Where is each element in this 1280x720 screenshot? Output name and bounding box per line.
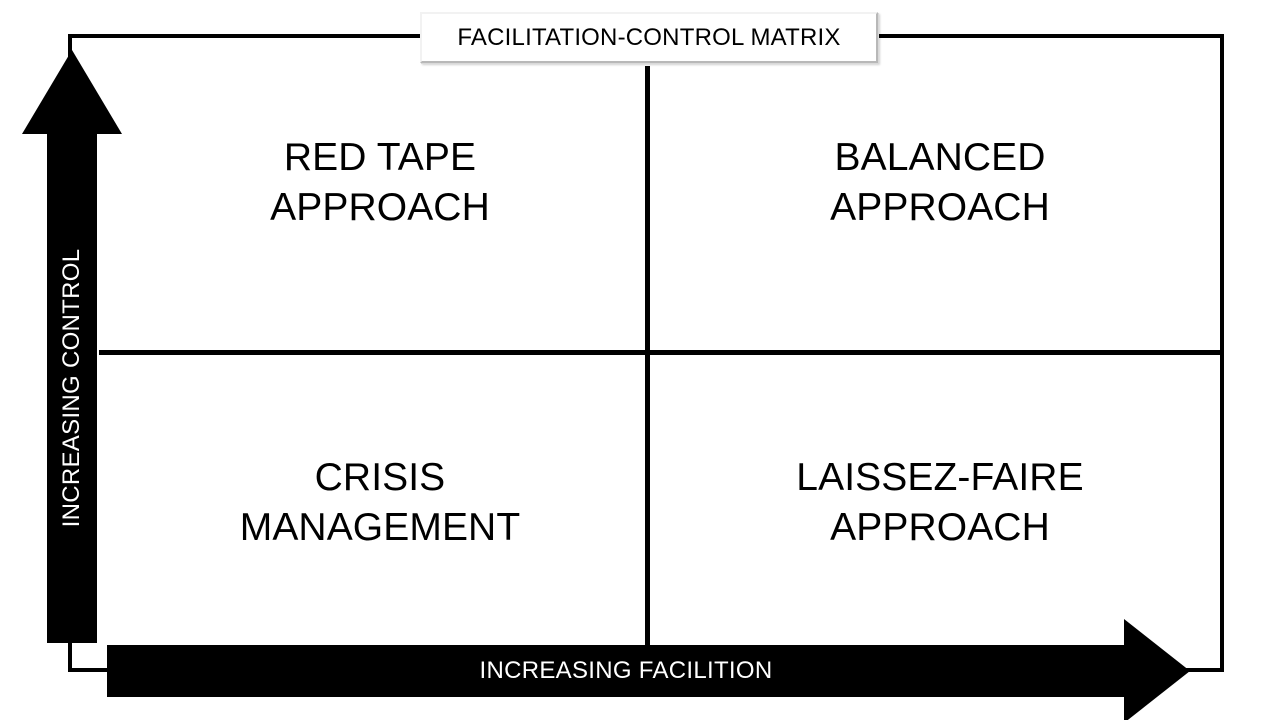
quadrant-bottom-right: LAISSEZ-FAIRE APPROACH	[680, 438, 1200, 568]
quadrant-bottom-left-line2: MANAGEMENT	[239, 506, 521, 549]
quadrant-bottom-right-line2: APPROACH	[830, 506, 1050, 549]
quadrant-top-left: RED TAPE APPROACH	[130, 118, 630, 248]
quadrant-bottom-left-line1: CRISIS	[314, 456, 446, 500]
quadrant-bottom-right-line1: LAISSEZ-FAIRE	[796, 456, 1084, 500]
vertical-arrow-shaft	[47, 133, 97, 643]
diagram-title-box: FACILITATION-CONTROL MATRIX	[420, 12, 878, 63]
horizontal-axis-arrow: INCREASING FACILITION	[107, 619, 1190, 720]
quadrant-top-right-line2: APPROACH	[830, 186, 1050, 229]
horizontal-divider-line	[99, 350, 1224, 355]
vertical-divider-line	[645, 66, 650, 672]
quadrant-top-left-line2: APPROACH	[270, 186, 490, 229]
diagram-title: FACILITATION-CONTROL MATRIX	[457, 23, 841, 51]
vertical-axis-arrow: INCREASING CONTROL	[22, 50, 122, 643]
right-arrow-icon	[1124, 619, 1190, 720]
quadrant-top-left-line1: RED TAPE	[283, 136, 477, 180]
horizontal-arrow-shaft	[107, 645, 1145, 697]
quadrant-bottom-left: CRISIS MANAGEMENT	[130, 438, 630, 568]
quadrant-top-right: BALANCED APPROACH	[680, 118, 1200, 248]
quadrant-top-right-line1: BALANCED	[834, 136, 1046, 180]
up-arrow-icon	[22, 50, 122, 134]
